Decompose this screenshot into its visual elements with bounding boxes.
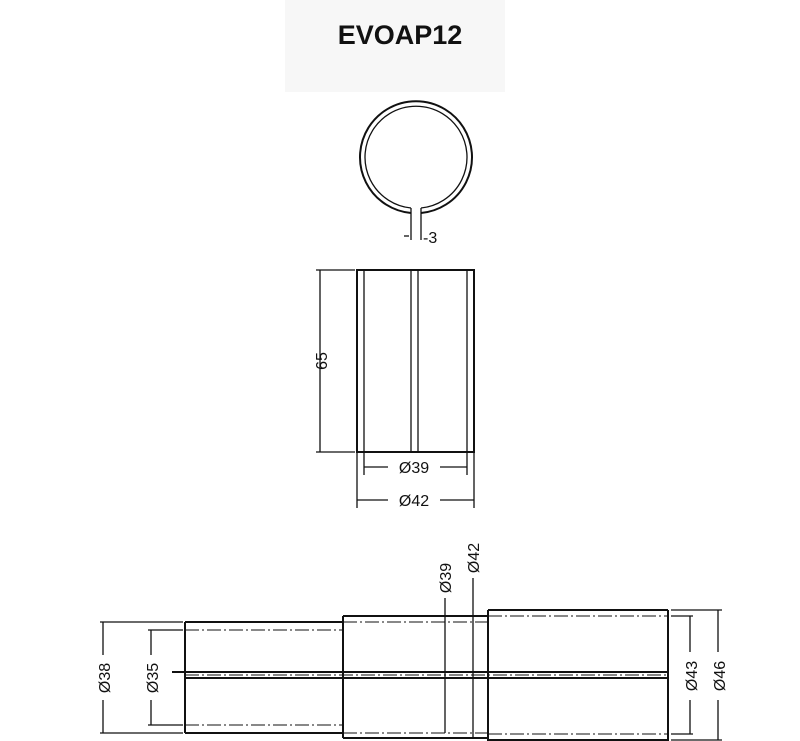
- gap-dimension-label: -3: [423, 230, 437, 247]
- end-view: -3: [359, 100, 473, 247]
- middle-outer-diameter-label: Ø42: [466, 543, 483, 573]
- title-background: [285, 0, 505, 92]
- left-outer-diameter-label: Ø38: [97, 663, 114, 693]
- length-dimension-label: 65: [314, 352, 331, 370]
- outer-diameter-label: Ø42: [399, 493, 429, 510]
- drawing-title: EVOAP12: [337, 20, 463, 50]
- right-outer-diameter-label: Ø46: [712, 661, 729, 691]
- side-view: 65 Ø39 Ø42: [314, 269, 475, 510]
- right-inner-diameter-label: Ø43: [684, 661, 701, 691]
- middle-inner-diameter-label: Ø39: [438, 563, 455, 593]
- assembly-view: Ø38 Ø35 Ø39 Ø42 Ø43 Ø46: [97, 543, 729, 741]
- inner-diameter-label: Ø39: [399, 460, 429, 477]
- left-inner-diameter-label: Ø35: [145, 663, 162, 693]
